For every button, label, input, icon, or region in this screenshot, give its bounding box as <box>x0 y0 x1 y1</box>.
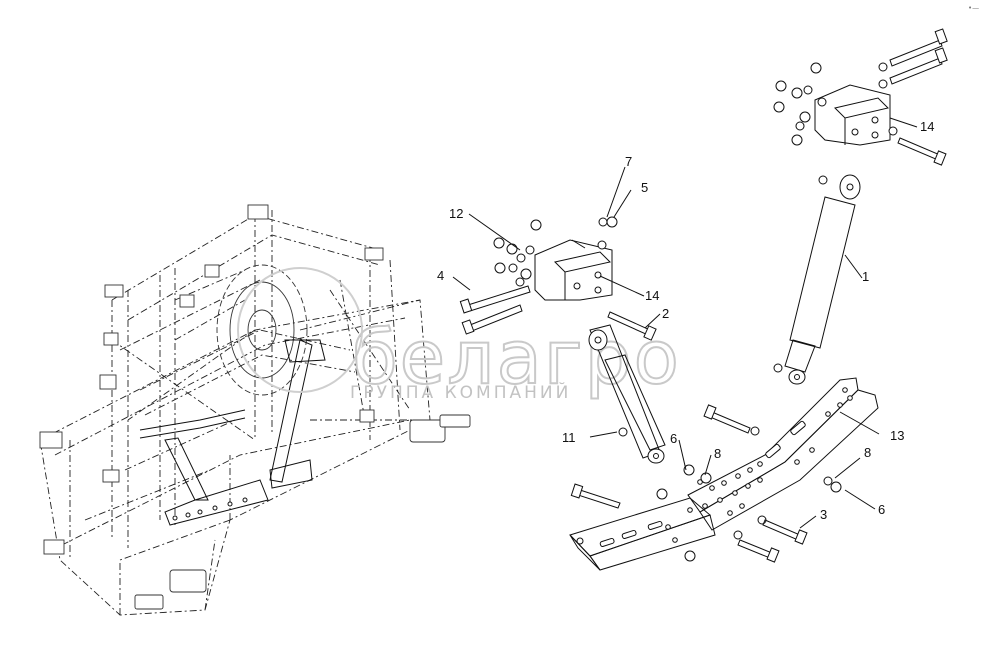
callout-labels: 7 5 12 4 14 2 11 6 8 13 8 6 3 1 14 <box>437 119 934 522</box>
watermark-brand: белагро <box>352 315 681 401</box>
front-bracket-assembly <box>459 216 657 341</box>
callout-5: 5 <box>641 180 648 195</box>
callout-14b: 14 <box>920 119 934 134</box>
callout-11: 11 <box>562 430 576 445</box>
middle-shock-absorber <box>588 324 666 464</box>
callout-14a: 14 <box>645 288 659 303</box>
rear-shock-absorber <box>773 174 861 385</box>
frame-assembly <box>39 204 471 616</box>
callout-8a: 8 <box>714 446 721 461</box>
callout-2: 2 <box>662 306 669 321</box>
callout-13: 13 <box>890 428 904 443</box>
leader-lines <box>452 117 918 529</box>
callout-8b: 8 <box>864 445 871 460</box>
callout-1: 1 <box>862 269 869 284</box>
rear-bracket-assembly <box>773 28 948 166</box>
callout-7: 7 <box>625 154 632 169</box>
watermark-subtitle: ГРУППА КОМПАНИЙ <box>350 381 571 403</box>
callout-6b: 6 <box>878 502 885 517</box>
callout-12: 12 <box>449 206 463 221</box>
watermark: белагро ГРУППА КОМПАНИЙ <box>237 267 681 403</box>
callout-6a: 6 <box>670 431 677 446</box>
callout-4: 4 <box>437 268 444 283</box>
lower-link-arms <box>569 377 879 571</box>
callout-3: 3 <box>820 507 827 522</box>
corner-mark: •— <box>968 4 979 12</box>
